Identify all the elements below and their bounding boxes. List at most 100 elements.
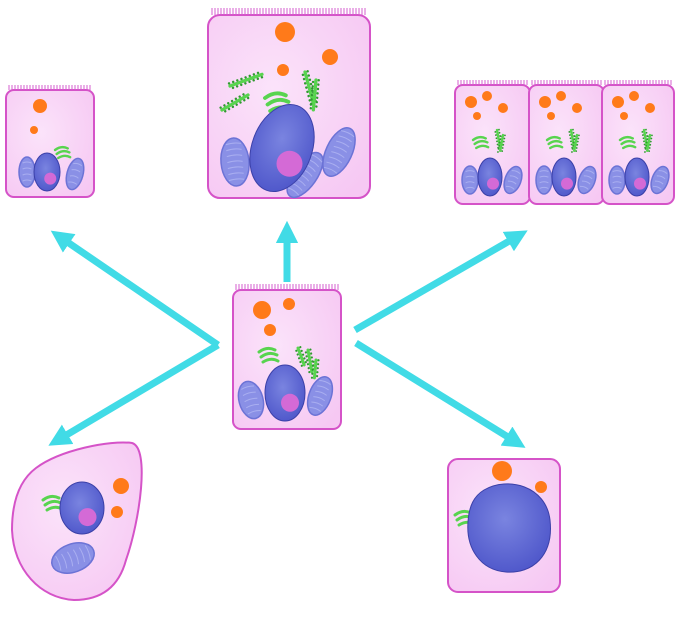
secretory-granule bbox=[30, 126, 38, 134]
cilia bbox=[457, 80, 528, 85]
ribosome bbox=[242, 93, 245, 96]
metaplasia-cell bbox=[10, 441, 143, 602]
ribosome bbox=[252, 79, 255, 82]
ribosome bbox=[231, 86, 235, 90]
nucleolus bbox=[44, 172, 57, 185]
ribosome bbox=[307, 367, 310, 370]
ribosome bbox=[572, 141, 575, 144]
rough-er bbox=[310, 358, 320, 380]
ribosome bbox=[570, 143, 573, 146]
ribosome bbox=[315, 105, 318, 108]
cilia bbox=[235, 284, 339, 290]
atrophy-cell bbox=[5, 85, 95, 198]
ribosome bbox=[649, 143, 652, 146]
ribosome bbox=[236, 79, 239, 82]
ribosome bbox=[244, 82, 247, 85]
nucleolus bbox=[561, 177, 573, 190]
golgi-apparatus bbox=[257, 346, 280, 364]
hyperplasia-cell-3 bbox=[601, 80, 675, 205]
ribosome bbox=[315, 100, 319, 104]
mitochondrion bbox=[322, 127, 356, 177]
ribosome bbox=[646, 138, 649, 141]
rough-er bbox=[227, 71, 264, 90]
ribosome bbox=[311, 368, 314, 371]
cilia bbox=[531, 80, 602, 85]
secretory-granule bbox=[620, 112, 628, 120]
ribosome bbox=[230, 99, 234, 103]
secretory-granule bbox=[547, 112, 555, 120]
ribosome bbox=[308, 370, 311, 374]
golgi-apparatus bbox=[471, 135, 490, 150]
secretory-granule bbox=[612, 96, 624, 108]
ribosome bbox=[316, 92, 319, 95]
ribosome bbox=[646, 135, 649, 138]
ribosome bbox=[219, 106, 222, 109]
ribosome bbox=[299, 346, 302, 349]
ribosome bbox=[310, 352, 313, 355]
ribosome bbox=[306, 363, 310, 366]
ribosome bbox=[578, 134, 580, 137]
ribosome bbox=[501, 147, 504, 149]
mitochondrion-cristae bbox=[323, 130, 355, 174]
ribosome bbox=[569, 137, 572, 140]
ribosome bbox=[306, 359, 309, 362]
nucleolus bbox=[78, 508, 97, 527]
mitochondrion-cristae bbox=[309, 380, 331, 412]
secretory-granule bbox=[492, 461, 512, 481]
ribosome bbox=[644, 151, 646, 153]
ribosome bbox=[317, 83, 320, 86]
ribosome bbox=[310, 376, 314, 379]
ribosome bbox=[572, 131, 575, 134]
mitochondrion-cristae bbox=[465, 170, 475, 189]
rough-er bbox=[571, 133, 580, 153]
secretory-granule bbox=[645, 103, 655, 113]
secretory-granule bbox=[277, 64, 289, 76]
nucleus bbox=[33, 152, 61, 192]
ribosome bbox=[498, 141, 501, 144]
rough-er bbox=[644, 133, 653, 153]
dysplasia-cell bbox=[447, 458, 561, 593]
er-membrane bbox=[642, 128, 649, 149]
ribosome bbox=[649, 140, 652, 143]
ribosome bbox=[494, 131, 497, 133]
ribosome bbox=[571, 147, 574, 150]
ribosome bbox=[308, 78, 312, 81]
hypertrophy-cell bbox=[207, 8, 371, 199]
normal-cell bbox=[232, 284, 342, 430]
secretory-granule bbox=[322, 49, 338, 65]
ribosome bbox=[645, 141, 648, 144]
mitochondrion-cristae bbox=[612, 170, 622, 189]
ribosome bbox=[495, 137, 498, 140]
ribosome bbox=[300, 364, 303, 367]
ribosome bbox=[315, 96, 319, 99]
ribosome bbox=[494, 134, 497, 136]
nucleus bbox=[624, 157, 650, 197]
nucleolus bbox=[487, 177, 499, 190]
ribosome bbox=[571, 151, 573, 153]
ribosome bbox=[573, 135, 576, 138]
secretory-granule bbox=[275, 22, 295, 42]
ribosome bbox=[310, 93, 314, 97]
golgi-apparatus bbox=[618, 135, 637, 150]
ribosome bbox=[240, 83, 243, 87]
ribosome bbox=[651, 134, 653, 137]
ribosome bbox=[570, 140, 572, 143]
ribosome bbox=[498, 131, 501, 134]
hyperplasia-cells bbox=[454, 80, 675, 205]
er-membrane bbox=[311, 78, 318, 112]
ribosome bbox=[224, 110, 227, 113]
ribosome bbox=[568, 134, 571, 136]
hyperplasia-cell-1 bbox=[454, 80, 531, 205]
ribosome bbox=[575, 147, 578, 149]
er-membrane bbox=[296, 346, 306, 367]
ribosome bbox=[317, 363, 320, 366]
ribosome bbox=[645, 144, 647, 147]
ribosome bbox=[243, 99, 246, 102]
secretory-granule bbox=[283, 298, 295, 310]
ribosome bbox=[239, 101, 242, 104]
ribosome bbox=[316, 371, 319, 374]
ribosome bbox=[301, 73, 305, 77]
ribosome bbox=[497, 151, 499, 153]
